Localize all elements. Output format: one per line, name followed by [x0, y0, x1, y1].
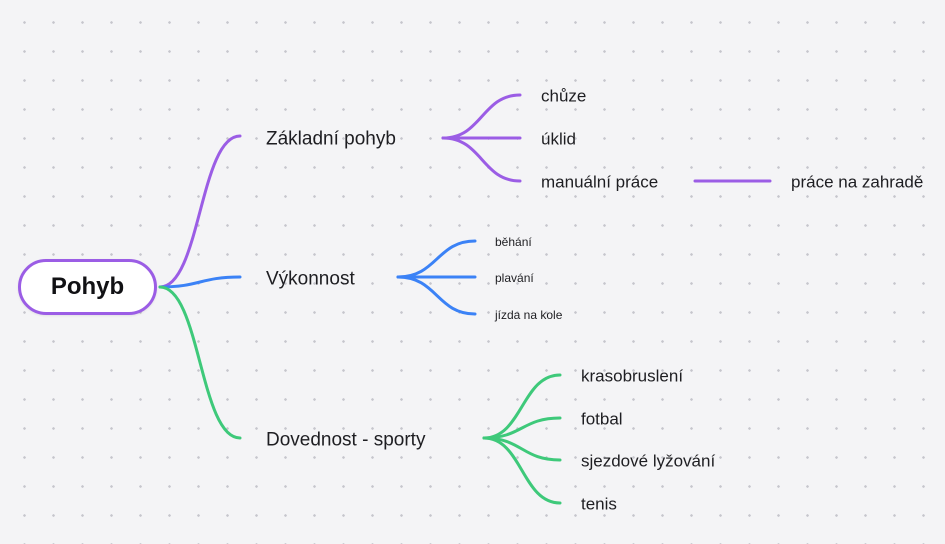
root-node-label: Pohyb	[50, 273, 125, 300]
node-uklid[interactable]: úklid	[541, 129, 576, 149]
node-fotbal[interactable]: fotbal	[581, 409, 623, 429]
node-prace-na-zahrade[interactable]: práce na zahradě	[791, 172, 924, 192]
node-vykonnost[interactable]: Výkonnost	[266, 268, 355, 290]
connector-root-dovednost-sporty	[158, 285, 242, 440]
node-sjezdove-lyzovani[interactable]: sjezdové lyžování	[581, 451, 716, 471]
node-plavani[interactable]: plavání	[495, 271, 534, 285]
node-zakladni-pohyb[interactable]: Základní pohyb	[266, 128, 396, 150]
root-node-pohyb[interactable]: Pohyb	[18, 259, 157, 315]
connector-root-vykonnost	[158, 275, 242, 289]
node-tenis[interactable]: tenis	[581, 494, 617, 514]
connector-dovednost-tenis	[482, 436, 562, 505]
connector-zakladni-pohyb-chuze	[441, 93, 522, 140]
node-krasobrusleni[interactable]: krasobruslení	[581, 366, 684, 386]
connector-zakladni-pohyb-manualni-prace	[441, 136, 522, 183]
node-behani[interactable]: běhání	[495, 235, 532, 249]
node-chuze[interactable]: chůze	[541, 86, 587, 106]
connector-vykonnost-behani	[396, 239, 477, 279]
connector-root-zakladni-pohyb	[158, 134, 242, 289]
connector-dovednost-krasobrusleni	[482, 373, 562, 440]
node-manualni-prace[interactable]: manuální práce	[541, 172, 659, 192]
connector-vykonnost-jizda-na-kole	[396, 275, 477, 316]
node-dovednost-sporty[interactable]: Dovednost - sporty	[266, 429, 426, 451]
node-jizda-na-kole[interactable]: jízda na kole	[495, 308, 563, 322]
